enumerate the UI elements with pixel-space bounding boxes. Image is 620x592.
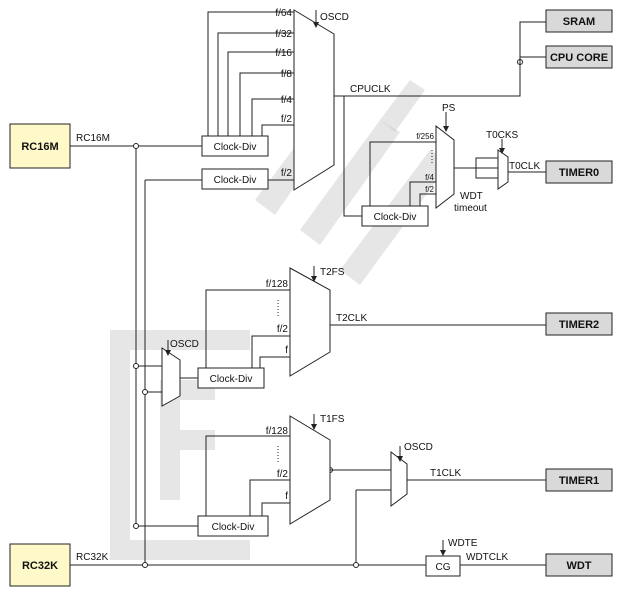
cg-label: CG [436,562,451,573]
timer1-mux-input-0: f/128 [266,426,289,437]
cpu-alt-clock-div-block [201,168,269,190]
timer2-label: TIMER2 [559,319,599,331]
cpu-mux-input-0: f/64 [275,8,292,19]
timer2-mux-input-0: f/128 [266,279,289,290]
junction-dots [133,59,523,568]
wdt-clock-div-block [361,205,429,227]
wdte-label: WDTE [448,538,478,549]
rc32k-signal-label: RC32K [76,552,109,563]
timer2-mux-input-1: f/2 [277,324,289,335]
timer1-clock-mux [289,415,331,525]
t0cks-arrow [499,139,505,154]
rc16m-block [9,123,71,169]
ps-label: PS [442,103,456,114]
cpu-mux-input-4: f/4 [281,95,293,106]
cpu-mux-input-3: f/8 [281,69,293,80]
wdt-clock-div-label: Clock-Div [374,212,417,223]
timer1-label: TIMER1 [559,475,599,487]
wdt-label: WDT [566,560,591,572]
timer1-mux-input-wires [205,435,290,516]
cpuclk-wires [334,21,546,217]
wdt-mux-input-wires [369,141,436,206]
wdt-timeout-label-2: timeout [454,203,487,214]
wdt-prescaler-mux [435,124,455,210]
timer1-mux-input-2: f [285,491,288,502]
oscd-arrow-timer2 [165,340,171,356]
timer2-block [545,312,613,336]
cpu-clock-div-label: Clock-Div [214,142,257,153]
ps-arrow [443,112,449,132]
oscd-label-timer2: OSCD [170,339,199,350]
timer2-clock-div-block [197,367,265,389]
rc16m-label: RC16M [21,141,58,153]
cpu-mux-input-2: f/16 [275,48,292,59]
timer2-source-mux [161,347,181,407]
timer1-mux-input-1: f/2 [277,469,289,480]
cpu-mux-input-6: f/2 [281,168,293,179]
sram-label: SRAM [563,16,595,28]
t2fs-label: T2FS [320,267,345,278]
t0-mux-input-wires [475,157,498,179]
cpu-mux-input-wires [207,11,294,181]
wdt-mux-input-1: f/4 [425,173,434,182]
wdt-timeout-label-1: WDT [460,191,483,202]
timer2-mux-input-2: f [285,345,288,356]
t1fs-label: T1FS [320,414,345,425]
timer1-clock-div-label: Clock-Div [212,522,255,533]
timer1-source-mux [390,451,408,507]
t0cks-label: T0CKS [486,130,519,141]
cpu-mux-input-1: f/32 [275,29,292,40]
t0clk-signal-label: T0CLK [509,161,540,172]
t1fs-arrow [311,414,317,430]
wdtclk-signal-label: WDTCLK [466,552,509,563]
timer2-clock-div-label: Clock-Div [210,374,253,385]
timer1-clock-div-block [197,515,269,537]
cpu-alt-clock-div-label: Clock-Div [214,175,257,186]
t2fs-arrow [311,266,317,282]
cpu-clock-mux [293,9,335,191]
cpu-mux-input-5: f/2 [281,114,293,125]
timer2-clock-mux [289,267,331,377]
oscd-arrow-cpu [313,10,319,28]
timer0-label: TIMER0 [559,167,599,179]
wdt-mux-input-0: f/256 [416,132,434,141]
cpu-core-label: CPU CORE [550,52,608,64]
rc32k-label: RC32K [22,560,58,572]
wdt-mux-input-2: f/2 [425,185,434,194]
cpuclk-signal-label: CPUCLK [350,84,391,95]
source-buses [70,145,426,566]
t2clk-signal-label: T2CLK [336,313,367,324]
oscd-label-cpu: OSCD [320,12,349,23]
cpu-clock-div-block [201,135,269,157]
oscd-arrow-timer1 [397,446,403,462]
oscd-label-timer1: OSCD [404,442,433,453]
t1clk-signal-label: T1CLK [430,468,461,479]
wdte-arrow [440,540,446,556]
timer2-mux-input-wires [205,289,290,368]
sram-block [545,9,613,33]
rc16m-signal-label: RC16M [76,133,110,144]
t0-clock-mux [497,149,509,190]
